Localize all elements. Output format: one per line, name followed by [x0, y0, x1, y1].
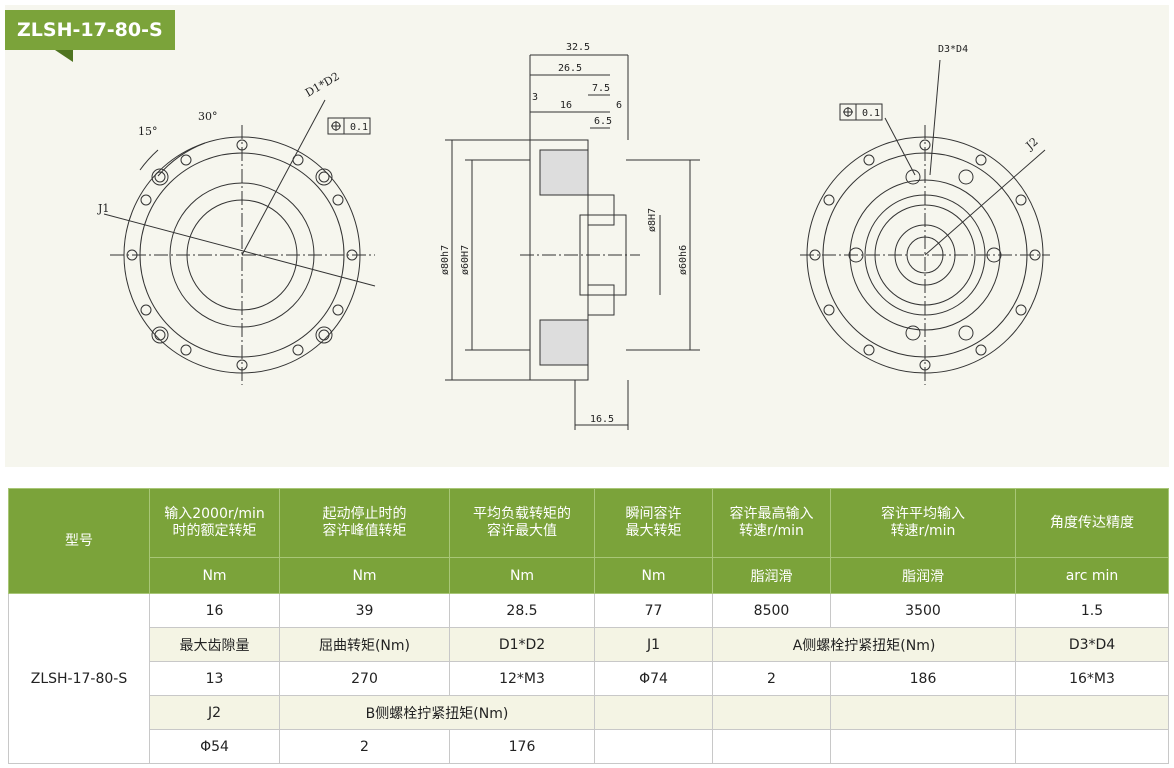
table-cell: 12*M3 [449, 661, 595, 696]
j2-label: J2 [1023, 135, 1041, 153]
table-cell: 最大齿隙量 [149, 627, 280, 662]
table-cell: 3500 [830, 593, 1016, 628]
table-cell: J2 [149, 695, 280, 730]
table-cell: 8500 [712, 593, 831, 628]
rear-bolt-holes [809, 139, 1041, 371]
model-badge: ZLSH-17-80-S [5, 10, 175, 50]
dia-60H7: ø60H7 [460, 245, 471, 275]
dim-26-5: 26.5 [558, 63, 582, 74]
table-cell: 176 [449, 729, 595, 764]
j1-label: J1 [97, 202, 109, 215]
table-cell [830, 729, 1016, 764]
dim-6-5: 6.5 [594, 116, 612, 127]
header-peak-torque: 起动停止时的容许峰值转矩 [279, 488, 450, 558]
table-cell [1015, 729, 1169, 764]
header-max-speed: 容许最高输入转速r/min [712, 488, 831, 558]
unit-cell: Nm [449, 557, 595, 594]
front-view [103, 99, 376, 385]
table-row: Φ54 2 176 [9, 729, 1169, 764]
header-momentary-torque: 瞬间容许最大转矩 [594, 488, 713, 558]
rear-tolerance-label: 0.1 [862, 108, 880, 119]
technical-drawing: 15° 30° D1*D2 0.1 J1 32.5 26.5 7.5 3 16 … [97, 42, 1050, 430]
model-cell: ZLSH-17-80-S [8, 593, 150, 764]
table-cell: D1*D2 [449, 627, 595, 662]
dia-80h7: ø80h7 [440, 245, 451, 275]
dia-8H7: ø8H7 [647, 208, 658, 232]
table-cell: 16*M3 [1015, 661, 1169, 696]
table-cell: A侧螺栓拧紧扭矩(Nm) [712, 627, 1016, 662]
table-row: 最大齿隙量 屈曲转矩(Nm) D1*D2 J1 A侧螺栓拧紧扭矩(Nm) D3*… [9, 627, 1169, 662]
table-cell [594, 695, 713, 730]
table-cell: 2 [279, 729, 450, 764]
dim-7-5: 7.5 [592, 83, 610, 94]
table-cell: Φ74 [594, 661, 713, 696]
table-cell [712, 695, 831, 730]
d3d4-label: D3*D4 [938, 44, 968, 55]
table-cell: 270 [279, 661, 450, 696]
dim-16: 16 [560, 100, 572, 111]
table-cell: 屈曲转矩(Nm) [279, 627, 450, 662]
table-cell: 186 [830, 661, 1016, 696]
unit-cell: 脂润滑 [712, 557, 831, 594]
badge-tail [55, 50, 73, 62]
dim-6: 6 [616, 100, 622, 111]
side-view [445, 54, 700, 430]
table-cell: J1 [594, 627, 713, 662]
angle-30-label: 30° [198, 110, 218, 123]
table-cell: 1.5 [1015, 593, 1169, 628]
table-cell: 16 [149, 593, 280, 628]
header-avg-speed: 容许平均输入转速r/min [830, 488, 1016, 558]
dim-16-5: 16.5 [590, 414, 614, 425]
table-cell [712, 729, 831, 764]
front-tolerance-label: 0.1 [350, 122, 368, 133]
table-cell [830, 695, 1016, 730]
table-cell [1015, 695, 1169, 730]
table-cell [594, 729, 713, 764]
unit-cell: Nm [594, 557, 713, 594]
table-row: 13 270 12*M3 Φ74 2 186 16*M3 [9, 661, 1169, 696]
dim-32-5: 32.5 [566, 42, 590, 53]
table-cell: 2 [712, 661, 831, 696]
unit-cell: 脂润滑 [830, 557, 1016, 594]
dia-60h6: ø60h6 [678, 245, 689, 275]
dim-3: 3 [532, 92, 538, 103]
header-model: 型号 [8, 488, 150, 594]
table-row: J2 B侧螺栓拧紧扭矩(Nm) [9, 695, 1169, 730]
header-avg-load-torque: 平均负载转矩的容许最大值 [449, 488, 595, 558]
unit-cell: arc min [1015, 557, 1169, 594]
unit-cell: Nm [149, 557, 280, 594]
header-angle-accuracy: 角度传达精度 [1015, 488, 1169, 558]
d1d2-label: D1*D2 [303, 70, 342, 100]
table-cell: 13 [149, 661, 280, 696]
table-cell: 77 [594, 593, 713, 628]
table-cell: Φ54 [149, 729, 280, 764]
drawing-area [5, 5, 1169, 467]
front-bolt-holes [126, 139, 358, 371]
table-cell: 39 [279, 593, 450, 628]
rear-view [800, 59, 1050, 385]
table-cell: 28.5 [449, 593, 595, 628]
unit-cell: Nm [279, 557, 450, 594]
table-row: ZLSH-17-80-S 16 39 28.5 77 8500 3500 1.5 [8, 593, 1169, 764]
angle-15-label: 15° [138, 125, 158, 138]
table-cell: D3*D4 [1015, 627, 1169, 662]
table-cell: B侧螺栓拧紧扭矩(Nm) [279, 695, 595, 730]
